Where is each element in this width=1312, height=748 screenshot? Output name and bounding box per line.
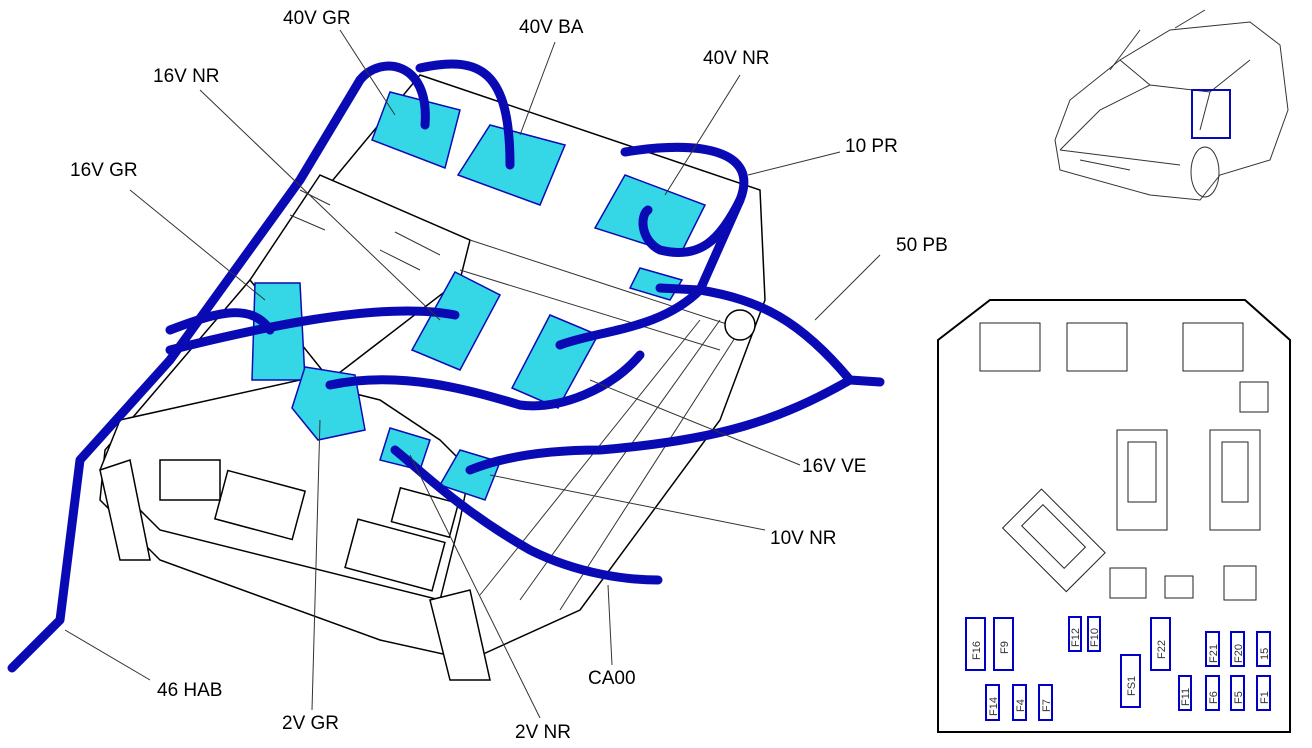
svg-text:F1: F1 bbox=[1259, 691, 1271, 704]
svg-text:F7: F7 bbox=[1041, 699, 1053, 712]
car-location-illustration bbox=[1054, 9, 1289, 201]
fuse-f4: F4 bbox=[1012, 684, 1027, 721]
label-40v-gr: 40V GR bbox=[283, 8, 351, 29]
svg-text:F22: F22 bbox=[1156, 640, 1168, 659]
fuse-f22: F22 bbox=[1150, 617, 1171, 671]
fuse-f10: F10 bbox=[1087, 616, 1101, 652]
svg-text:F10: F10 bbox=[1089, 628, 1101, 647]
fuse-panel-layout: F16 F9 F14 F4 F7 F12 F10 F22 FS1 F21 F20… bbox=[937, 299, 1291, 733]
wire-46-hab bbox=[7, 75, 365, 673]
svg-text:F20: F20 bbox=[1233, 644, 1245, 663]
label-2v-gr: 2V GR bbox=[282, 713, 339, 734]
label-46-hab: 46 HAB bbox=[157, 680, 222, 701]
label-40v-ba: 40V BA bbox=[519, 17, 584, 38]
fuse-box-unit bbox=[99, 74, 766, 681]
svg-text:F6: F6 bbox=[1208, 691, 1220, 704]
fuse-15: 15 bbox=[1256, 631, 1271, 667]
wiring-harness bbox=[7, 59, 885, 673]
fuse-f14: F14 bbox=[985, 684, 1000, 721]
leader-lines bbox=[64, 29, 881, 719]
svg-text:F4: F4 bbox=[1015, 699, 1027, 712]
label-40v-nr: 40V NR bbox=[703, 48, 770, 69]
fuse-f6: F6 bbox=[1205, 675, 1220, 711]
fuse-f12: F12 bbox=[1068, 616, 1082, 652]
fuse-f1: F1 bbox=[1256, 675, 1271, 711]
svg-text:F21: F21 bbox=[1208, 644, 1220, 663]
svg-text:FS1: FS1 bbox=[1126, 676, 1138, 696]
fuse-fs1: FS1 bbox=[1120, 654, 1141, 708]
fuse-f16: F16 bbox=[965, 617, 986, 671]
label-16v-gr: 16V GR bbox=[70, 160, 138, 181]
label-50-pb: 50 PB bbox=[896, 235, 948, 256]
connector-16v-nr bbox=[410, 271, 502, 371]
svg-text:F9: F9 bbox=[999, 641, 1011, 654]
connector-40v-gr bbox=[371, 91, 461, 170]
fuse-f20: F20 bbox=[1230, 631, 1245, 667]
svg-text:F14: F14 bbox=[988, 697, 1000, 716]
svg-text:F5: F5 bbox=[1233, 691, 1245, 704]
label-ca00: CA00 bbox=[588, 668, 636, 689]
svg-text:F11: F11 bbox=[1180, 688, 1192, 706]
svg-text:15: 15 bbox=[1259, 648, 1271, 660]
label-10-pr: 10 PR bbox=[845, 136, 898, 157]
fuse-f11: F11 bbox=[1178, 675, 1192, 711]
fuse-f21: F21 bbox=[1205, 631, 1220, 667]
label-10v-nr: 10V NR bbox=[770, 528, 837, 549]
label-16v-ve: 16V VE bbox=[802, 456, 866, 477]
fuse-f9: F9 bbox=[993, 617, 1014, 671]
label-16v-nr: 16V NR bbox=[153, 66, 220, 87]
svg-text:F12: F12 bbox=[1070, 628, 1082, 647]
location-highlight bbox=[1191, 89, 1231, 139]
connectors bbox=[251, 91, 707, 501]
fuse-f5: F5 bbox=[1230, 675, 1245, 711]
svg-text:F16: F16 bbox=[971, 641, 983, 660]
fuse-f7: F7 bbox=[1038, 684, 1053, 721]
label-2v-nr: 2V NR bbox=[515, 722, 571, 743]
